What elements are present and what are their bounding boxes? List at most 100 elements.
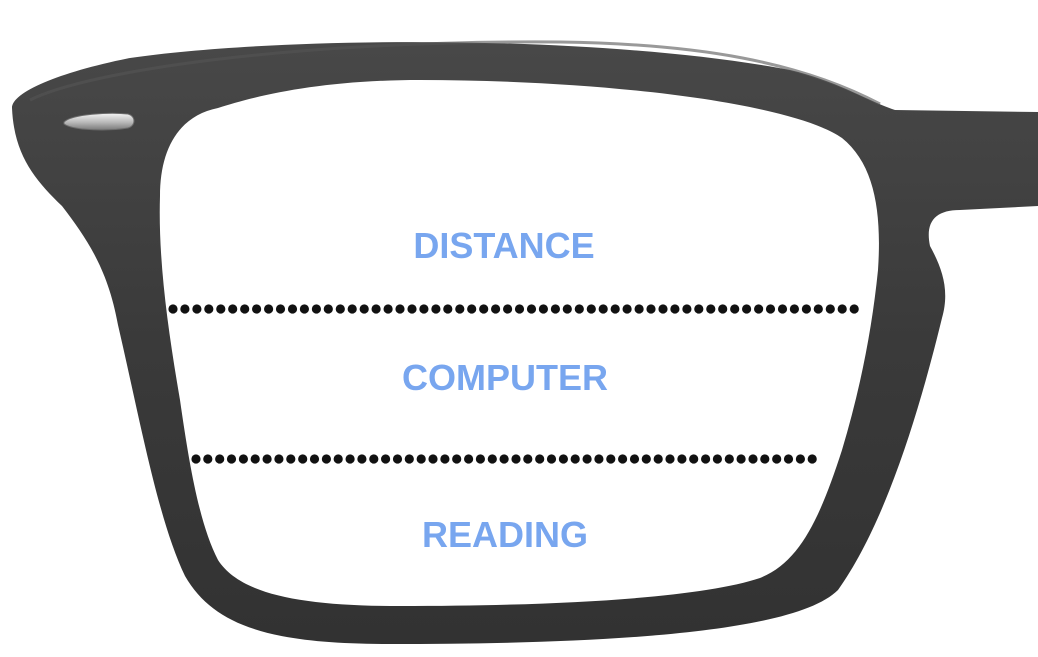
divider-dot — [801, 304, 812, 314]
divider-dot — [658, 304, 668, 314]
divider-dot — [238, 454, 248, 464]
divider-dot — [443, 304, 453, 314]
divider-dot — [689, 454, 699, 464]
divider-dot — [634, 304, 644, 314]
divider-dot — [335, 304, 345, 314]
divider-dot — [754, 304, 764, 314]
divider-dot — [777, 304, 788, 314]
divider-dot — [455, 304, 465, 314]
divider-dot — [287, 304, 298, 314]
divider-dot — [321, 454, 331, 464]
divider-dot — [629, 454, 640, 464]
divider-dot — [347, 304, 357, 314]
divider-dot — [323, 304, 333, 314]
divider-dot — [701, 454, 711, 464]
divider-dot — [487, 454, 497, 464]
divider-dot — [503, 304, 513, 314]
divider-dot — [646, 304, 656, 314]
divider-dot — [594, 454, 604, 464]
divider-dot — [825, 304, 835, 314]
divider-dot — [807, 454, 817, 464]
divider-dot — [252, 304, 262, 314]
divider-dot — [849, 304, 859, 314]
divider-dot — [191, 454, 201, 464]
divider-dot — [299, 304, 309, 314]
divider-dot — [192, 304, 202, 314]
divider-dot — [371, 304, 381, 314]
divider-dot — [357, 454, 367, 464]
divider-dot — [558, 454, 569, 464]
divider-dot — [837, 304, 847, 314]
divider-dot — [264, 304, 274, 314]
divider-dot — [665, 454, 675, 464]
divider-dot — [535, 454, 545, 464]
divider-dot — [618, 454, 628, 464]
divider-dot — [760, 454, 770, 464]
divider-dot — [404, 454, 414, 464]
divider-dot — [598, 304, 608, 314]
divider-dot — [514, 304, 525, 314]
divider-dot — [789, 304, 800, 314]
zone-label-reading: READING — [422, 514, 588, 555]
divider-dot — [168, 304, 178, 314]
zone-divider-lower — [191, 454, 817, 464]
hinge-rivet-icon — [63, 112, 135, 131]
divider-dot — [562, 304, 572, 314]
divider-dot — [606, 454, 616, 464]
divider-dot — [538, 304, 549, 314]
divider-dot — [452, 454, 462, 464]
divider-dot — [419, 304, 429, 314]
divider-dot — [748, 454, 758, 464]
divider-dot — [345, 454, 355, 464]
divider-dot — [286, 454, 296, 464]
divider-dot — [765, 304, 776, 314]
divider-dot — [677, 454, 687, 464]
divider-dot — [359, 304, 369, 314]
divider-dot — [712, 454, 723, 464]
divider-dot — [523, 454, 533, 464]
divider-dot — [550, 304, 561, 314]
divider-dot — [813, 304, 823, 314]
divider-dot — [203, 454, 213, 464]
divider-dot — [499, 454, 509, 464]
divider-dot — [724, 454, 734, 464]
divider-dot — [381, 454, 391, 464]
zone-divider-upper — [168, 304, 859, 314]
divider-dot — [428, 454, 438, 464]
divider-dot — [416, 454, 426, 464]
divider-dot — [526, 304, 537, 314]
divider-dot — [467, 304, 477, 314]
divider-dot — [772, 454, 782, 464]
divider-dot — [491, 304, 501, 314]
divider-dot — [511, 454, 521, 464]
divider-dot — [736, 454, 746, 464]
divider-dot — [226, 454, 237, 464]
divider-dot — [622, 304, 632, 314]
divider-dot — [742, 304, 752, 314]
divider-dot — [795, 454, 806, 464]
divider-dot — [582, 454, 592, 464]
frame-highlight — [29, 40, 881, 106]
divider-dot — [228, 304, 238, 314]
divider-dot — [298, 454, 308, 464]
divider-dot — [250, 454, 260, 464]
zone-label-distance: DISTANCE — [413, 225, 594, 266]
divider-dot — [274, 454, 284, 464]
divider-dot — [309, 454, 320, 464]
divider-dot — [706, 304, 716, 314]
divider-dot — [682, 304, 692, 314]
divider-dot — [475, 454, 485, 464]
divider-dot — [407, 304, 417, 314]
divider-dot — [440, 454, 450, 464]
zone-label-computer: COMPUTER — [402, 357, 608, 398]
divider-dot — [369, 454, 379, 464]
divider-dot — [464, 454, 474, 464]
divider-dot — [333, 454, 343, 464]
divider-dot — [383, 304, 393, 314]
divider-dot — [395, 304, 405, 314]
divider-dot — [574, 304, 584, 314]
divider-dot — [479, 304, 489, 314]
divider-dot — [204, 304, 214, 314]
divider-dot — [546, 454, 557, 464]
